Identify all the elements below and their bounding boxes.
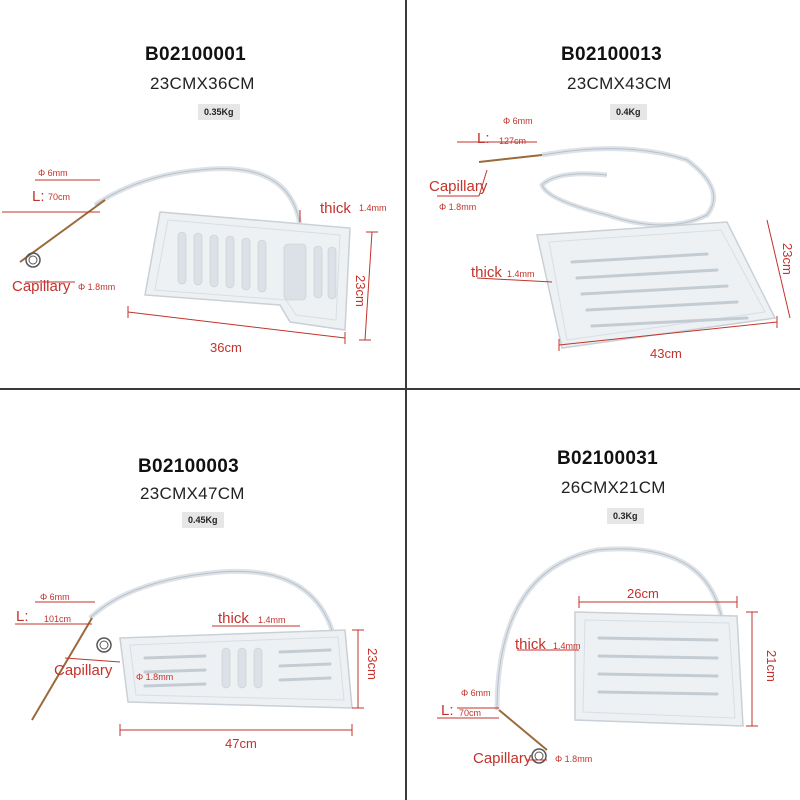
width-dimension: 43cm [650, 346, 682, 361]
capillary-diameter-label: Φ 1.8mm [136, 672, 174, 682]
height-dimension: 21cm [764, 650, 779, 682]
product-panel-3: B02100003 23CMX47CM 0.45Kg [0, 390, 400, 800]
capillary-label: Capillary [54, 662, 113, 679]
capillary-label: Capillary [473, 750, 532, 767]
capillary-diameter-label: Φ 1.8mm [78, 282, 116, 292]
product-weight: 0.4Kg [610, 104, 647, 120]
capillary-label: Capillary [12, 278, 71, 295]
height-dimension: 23cm [365, 648, 380, 680]
width-dimension: 26cm [627, 586, 659, 601]
thickness-value: 1.4mm [553, 641, 581, 651]
vertical-divider [405, 0, 407, 800]
tube-length-prefix: L: [441, 702, 454, 719]
tube-length-prefix: L: [32, 188, 45, 205]
tube-length-label: 70cm [48, 192, 71, 202]
evaporator-plate-illustration [2, 166, 378, 344]
product-panel-4: B02100031 26CMX21CM 0.3Kg 26cm [407, 390, 800, 800]
evaporator-plate-illustration [15, 568, 364, 736]
thickness-word: thick [218, 610, 249, 627]
height-dimension: 23cm [353, 275, 368, 307]
thickness-word: thick [471, 264, 502, 281]
evaporator-plate-illustration [437, 546, 758, 764]
product-panel-2: B02100013 23CMX43CM 0.4Kg Φ 6mm L: 127cm… [407, 0, 800, 388]
capillary-diameter-label: Φ 1.8mm [555, 754, 593, 764]
horizontal-divider [0, 388, 800, 390]
product-size: 23CMX43CM [567, 74, 672, 93]
evaporator-plate-illustration [437, 141, 791, 351]
tube-diameter-label: Φ 6mm [461, 688, 491, 698]
product-code: B02100003 [138, 456, 239, 477]
tube-length-prefix: L: [477, 130, 490, 147]
thickness-value: 1.4mm [359, 203, 387, 213]
product-code: B02100001 [145, 44, 246, 65]
product-code: B02100031 [557, 448, 658, 469]
product-weight: 0.3Kg [607, 508, 644, 524]
width-dimension: 47cm [225, 736, 257, 751]
tube-length-label: 127cm [499, 136, 527, 146]
product-code: B02100013 [561, 44, 662, 65]
product-weight: 0.45Kg [182, 512, 224, 528]
thickness-value: 1.4mm [507, 269, 535, 279]
thickness-word: thick [320, 200, 351, 217]
tube-length-label: 101cm [44, 614, 72, 624]
capillary-diameter-label: Φ 1.8mm [439, 202, 477, 212]
tube-diameter-label: Φ 6mm [40, 592, 70, 602]
capillary-label: Capillary [429, 178, 488, 195]
tube-diameter-label: Φ 6mm [503, 116, 533, 126]
product-size: 26CMX21CM [561, 478, 666, 497]
tube-diameter-label: Φ 6mm [38, 168, 68, 178]
product-size: 23CMX36CM [150, 74, 255, 93]
product-size: 23CMX47CM [140, 484, 245, 503]
width-dimension: 36cm [210, 340, 242, 355]
thickness-value: 1.4mm [258, 615, 286, 625]
thickness-word: thick [515, 636, 546, 653]
height-dimension: 23cm [780, 243, 795, 275]
tube-length-label: 70cm [459, 708, 482, 718]
tube-length-prefix: L: [16, 608, 29, 625]
product-weight: 0.35Kg [198, 104, 240, 120]
product-panel-1: B02100001 23CMX36CM 0.35Kg [0, 0, 400, 388]
